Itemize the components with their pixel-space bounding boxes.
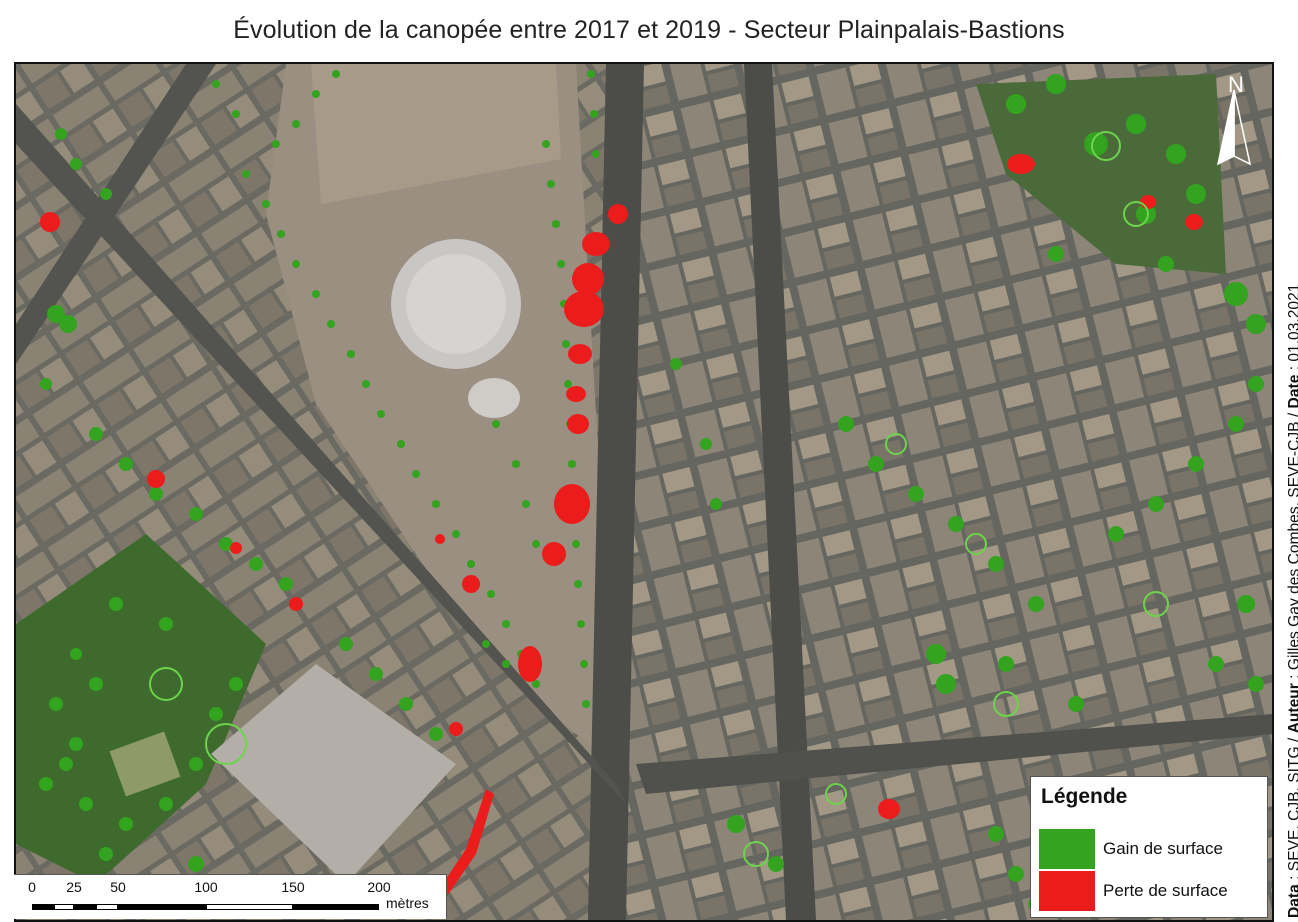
scale-seg-6 bbox=[206, 904, 293, 910]
scale-tick-100: 100 bbox=[194, 879, 218, 895]
scale-tick-150: 150 bbox=[281, 879, 305, 895]
legend-label-gain: Gain de surface bbox=[1103, 839, 1224, 858]
circus-tent-center bbox=[406, 254, 506, 354]
legend-swatch-loss bbox=[1039, 871, 1095, 911]
credit-date-value: : 01.03.2021 bbox=[1286, 283, 1298, 371]
scale-seg-7 bbox=[293, 904, 379, 910]
scale-seg-3 bbox=[74, 904, 96, 910]
credit-author-label: Auteur bbox=[1286, 683, 1298, 734]
scale-tick-0: 0 bbox=[28, 879, 36, 895]
legend-swatch-gain bbox=[1039, 829, 1095, 869]
credit-data-label: Data bbox=[1286, 884, 1298, 918]
legend-label-loss: Perte de surface bbox=[1103, 881, 1228, 900]
canopy-loss-patches bbox=[40, 154, 1203, 912]
plaza-north bbox=[311, 64, 561, 204]
road-diagonal bbox=[16, 104, 626, 804]
scale-seg-1 bbox=[32, 904, 54, 910]
credit-author-value: : Gilles Gay des Combes, SEVE-CJB / bbox=[1286, 413, 1298, 679]
map-title: Évolution de la canopée entre 2017 et 20… bbox=[233, 16, 1065, 44]
road-south-east bbox=[636, 714, 1272, 794]
scale-seg-4 bbox=[96, 904, 118, 910]
road-nw bbox=[16, 64, 216, 364]
north-arrow-icon bbox=[1216, 89, 1252, 166]
road-east bbox=[744, 64, 816, 920]
north-label: N bbox=[1228, 72, 1244, 97]
legend-title: Légende bbox=[1041, 785, 1128, 808]
park-north-east bbox=[976, 74, 1226, 274]
university-building bbox=[211, 664, 456, 884]
scale-tick-25: 25 bbox=[66, 879, 82, 895]
scale-unit: mètres bbox=[386, 895, 429, 911]
scale-seg-5 bbox=[118, 904, 206, 910]
scale-tick-200: 200 bbox=[367, 879, 391, 895]
map-credits: Data : SEVE, CJB, SITG / Auteur : Gilles… bbox=[1286, 284, 1298, 918]
park-field bbox=[109, 731, 181, 797]
plainpalais-plaza bbox=[266, 64, 616, 764]
credit-data-value: : SEVE, CJB, SITG / bbox=[1286, 738, 1298, 880]
scale-bar: 0 25 50 100 150 200 mètres bbox=[14, 874, 447, 919]
canopy-outlines bbox=[149, 131, 1169, 867]
small-tent bbox=[468, 378, 520, 418]
scale-seg-2 bbox=[54, 904, 74, 910]
map-legend: Légende Gain de surface Perte de surface bbox=[1030, 776, 1268, 918]
scale-tick-50: 50 bbox=[110, 879, 126, 895]
bastions-park bbox=[16, 534, 266, 884]
canopy-gain-trees bbox=[39, 70, 1266, 912]
credit-date-label: Date bbox=[1286, 374, 1298, 409]
